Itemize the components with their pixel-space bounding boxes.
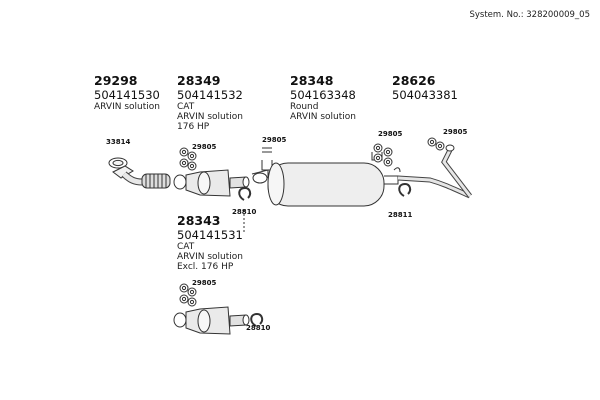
- part-oe-number: 504141530: [94, 88, 160, 102]
- part-ref: 28348: [290, 73, 334, 88]
- callout-mount-kit-rear: 29805: [378, 130, 403, 138]
- part-desc-line: ARVIN solution: [177, 112, 243, 122]
- catalytic-converter-28343: [173, 306, 250, 335]
- system-number: System. No.: 328200009_05: [469, 10, 590, 20]
- part-desc-line: Excl. 176 HP: [177, 262, 234, 272]
- part-label-28349: 28349 504141532 CAT ARVIN solution 176 H…: [177, 73, 243, 133]
- mount-kit-29805-rear: [373, 143, 393, 167]
- clamp-28811: [398, 182, 412, 197]
- middle-silencer-28348: [251, 152, 401, 207]
- callout-clamp-cat: 28810: [232, 208, 257, 216]
- part-label-28348: 28348 504163348 Round ARVIN solution: [290, 73, 356, 123]
- callout-mount-kit-cat: 29805: [192, 143, 217, 151]
- part-desc-line: ARVIN solution: [290, 112, 356, 122]
- mount-kit-29805-silencer: [262, 147, 272, 153]
- callout-mount-kit-tail: 29805: [443, 128, 468, 136]
- part-desc-line: 176 HP: [177, 122, 210, 132]
- part-desc-line: ARVIN solution: [177, 252, 243, 262]
- part-desc-line: ARVIN solution: [94, 102, 160, 112]
- tail-pipe-28626: [397, 144, 472, 199]
- part-desc-line: CAT: [177, 102, 195, 112]
- mount-kit-29805-alt: [179, 283, 197, 307]
- clamp-28810-upper: [238, 186, 252, 201]
- part-ref: 28626: [392, 73, 436, 88]
- callout-clamp-rear: 28811: [388, 211, 413, 219]
- part-desc-line: Round: [290, 102, 319, 112]
- part-ref: 28343: [177, 213, 221, 228]
- catalytic-converter-28349: [173, 169, 250, 197]
- callout-mount-kit-silencer: 29805: [262, 136, 287, 144]
- part-ref: 29298: [94, 73, 138, 88]
- part-oe-number: 504141531: [177, 228, 243, 242]
- front-pipe-29298: [112, 165, 171, 189]
- callout-mount-kit-alt: 29805: [192, 279, 217, 287]
- mount-kit-29805-cat: [179, 147, 197, 171]
- part-label-29298: 29298 504141530 ARVIN solution: [94, 73, 160, 113]
- mount-kit-29805-tail: [427, 137, 445, 151]
- part-oe-number: 504141532: [177, 88, 243, 102]
- clamp-28810-lower: [250, 312, 264, 327]
- part-desc-line: CAT: [177, 242, 195, 252]
- part-oe-number: 504163348: [290, 88, 356, 102]
- part-label-28343: 28343 504141531 CAT ARVIN solution Excl.…: [177, 213, 243, 273]
- callout-gasket: 33814: [106, 138, 131, 146]
- callout-clamp-alt: 28810: [246, 324, 271, 332]
- part-oe-number: 504043381: [392, 88, 458, 102]
- gasket-33814: [108, 157, 128, 169]
- part-ref: 28349: [177, 73, 221, 88]
- part-label-28626: 28626 504043381: [392, 73, 458, 103]
